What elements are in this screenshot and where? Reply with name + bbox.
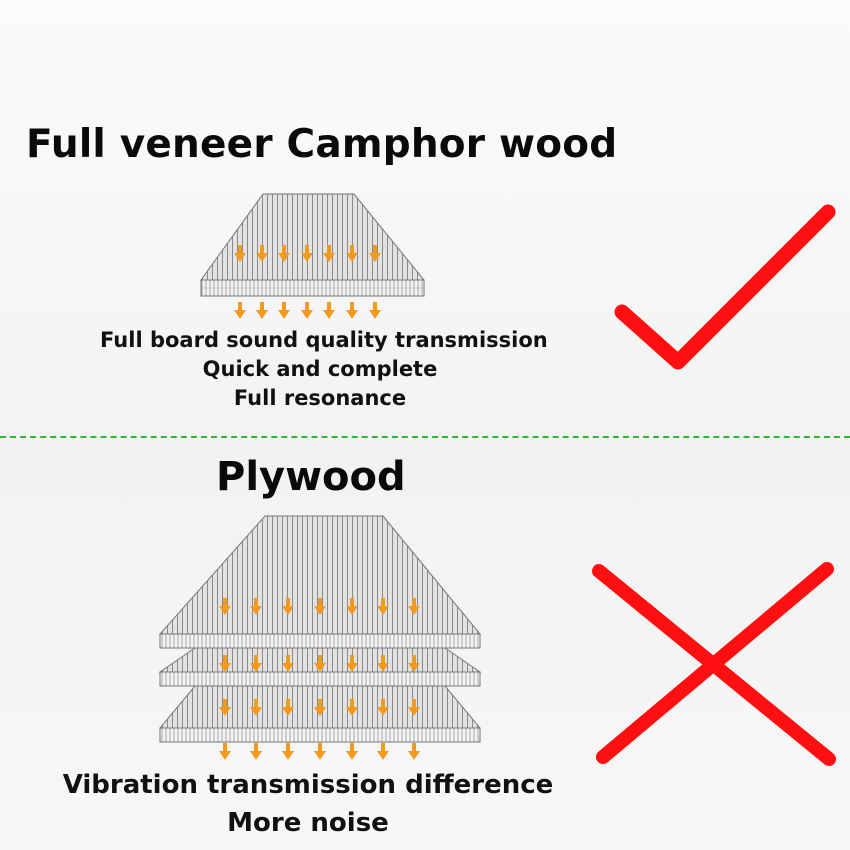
plywood-caption-line: More noise [227, 808, 389, 838]
veneer-panel [0, 0, 850, 437]
veneer-arrows-below [234, 302, 381, 319]
veneer-caption-line: Quick and complete [202, 357, 438, 381]
checkmark-icon [614, 204, 836, 370]
veneer-caption-line: Full resonance [233, 386, 407, 410]
section-divider [0, 436, 850, 438]
veneer-caption-line: Full board sound quality transmission [100, 328, 548, 352]
cross-icon [592, 562, 836, 766]
plywood-title: Plywood [216, 454, 406, 500]
veneer-title: Full veneer Camphor wood [26, 122, 618, 167]
plywood-caption-line: Vibration transmission difference [62, 770, 554, 800]
